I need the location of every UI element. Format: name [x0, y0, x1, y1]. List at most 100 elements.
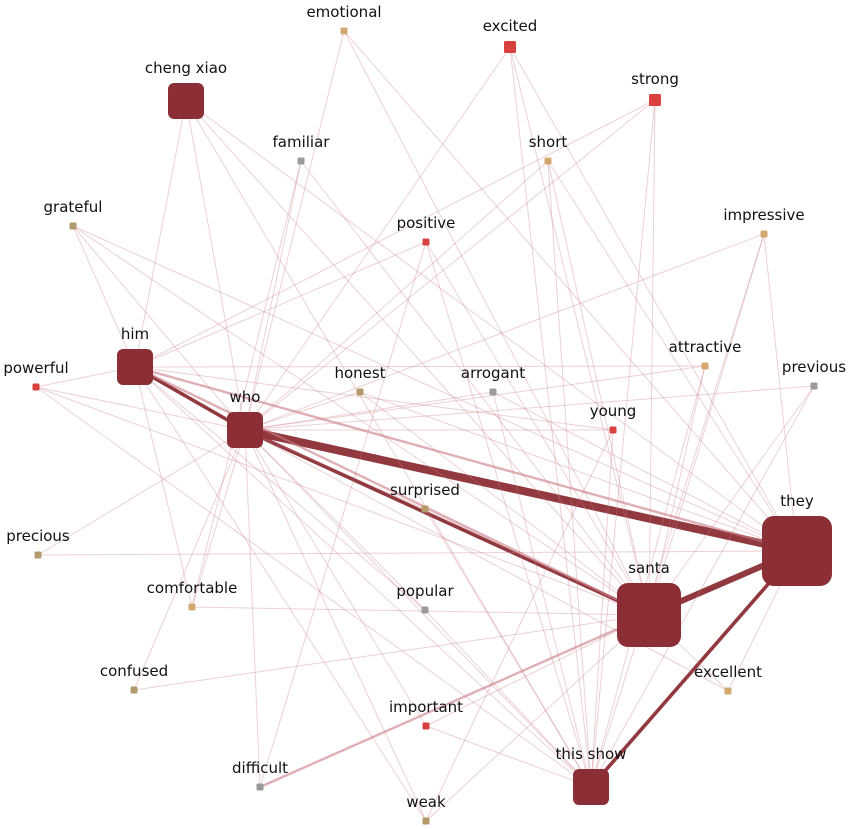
edge-confused-who	[133, 429, 246, 691]
edge-weak-who	[244, 429, 427, 822]
label-young: young	[590, 402, 637, 420]
edge-previous-this_show	[590, 385, 815, 788]
node-him[interactable]	[117, 349, 153, 385]
label-surprised: surprised	[390, 481, 460, 499]
node-strong[interactable]	[649, 94, 661, 106]
node-precious[interactable]	[34, 551, 42, 559]
node-arrogant[interactable]	[489, 388, 497, 396]
edge-important-this_show	[425, 725, 592, 788]
edge-important-who	[244, 429, 427, 727]
edge-honest-who	[244, 391, 361, 431]
edge-him-santa	[134, 365, 650, 617]
edge-layer	[35, 30, 815, 822]
edge-previous-who	[244, 385, 815, 431]
edge-difficult-santa	[259, 613, 650, 789]
edge-who-santa	[244, 428, 650, 617]
node-familiar[interactable]	[297, 157, 305, 165]
node-attractive[interactable]	[701, 362, 709, 370]
edge-cheng_xiao-him	[134, 100, 187, 368]
node-positive[interactable]	[422, 238, 430, 246]
edge-arrogant-they	[492, 391, 798, 552]
node-excited[interactable]	[504, 41, 516, 53]
edge-comfortable-him	[134, 366, 193, 608]
edge-him-they	[134, 365, 798, 553]
edge-positive-santa	[425, 241, 650, 616]
edge-cheng_xiao-they	[185, 100, 798, 552]
edge-precious-who	[37, 429, 246, 556]
node-excellent[interactable]	[724, 687, 732, 695]
edge-young-weak	[425, 429, 614, 822]
node-popular[interactable]	[421, 606, 429, 614]
edge-grateful-santa	[72, 225, 650, 616]
edge-weak-santa	[425, 614, 650, 822]
node-powerful[interactable]	[32, 383, 40, 391]
node-surprised[interactable]	[421, 505, 429, 513]
label-this-show: this show	[556, 745, 627, 763]
node-who[interactable]	[227, 412, 263, 448]
edge-surprised-this_show	[424, 508, 592, 788]
edge-him-who	[134, 365, 246, 432]
label-important: important	[389, 698, 463, 716]
edge-cheng_xiao-this_show	[185, 100, 592, 788]
edge-powerful-this_show	[35, 386, 592, 788]
edge-excited-this_show	[509, 46, 592, 788]
label-difficult: difficult	[232, 759, 288, 777]
edge-grateful-who	[72, 225, 246, 431]
node-grateful[interactable]	[69, 222, 77, 230]
label-honest: honest	[334, 364, 385, 382]
label-him: him	[121, 325, 149, 343]
edge-emotional-they	[343, 30, 798, 552]
edge-attractive-this_show	[590, 365, 706, 788]
edge-previous-santa	[648, 385, 815, 616]
edge-difficult-who	[244, 429, 261, 788]
node-cheng-xiao[interactable]	[168, 83, 204, 119]
node-they[interactable]	[762, 516, 832, 586]
edge-impressive-they	[763, 233, 798, 552]
node-santa[interactable]	[617, 583, 681, 647]
edge-excited-who	[244, 46, 511, 431]
node-this-show[interactable]	[573, 769, 609, 805]
edge-strong-him	[134, 99, 656, 368]
edge-arrogant-this_show	[492, 391, 592, 788]
edge-confused-santa	[133, 614, 650, 691]
edge-excellent-who	[244, 429, 729, 692]
node-young[interactable]	[609, 426, 617, 434]
edge-impressive-this_show	[590, 233, 765, 788]
label-excited: excited	[483, 17, 538, 35]
node-difficult[interactable]	[256, 783, 264, 791]
edge-impressive-santa	[648, 233, 765, 616]
edge-emotional-santa	[343, 30, 650, 616]
edge-honest-santa	[359, 391, 650, 616]
label-precious: precious	[6, 527, 70, 545]
edge-young-this_show	[590, 429, 614, 788]
edge-positive-him	[134, 241, 427, 368]
edge-young-him	[134, 366, 614, 431]
label-cheng-xiao: cheng xiao	[145, 59, 227, 77]
edge-emotional-who	[244, 30, 345, 431]
node-comfortable[interactable]	[188, 603, 196, 611]
edge-grateful-him	[72, 225, 136, 368]
node-confused[interactable]	[130, 686, 138, 694]
label-familiar: familiar	[273, 133, 331, 151]
edge-short-who	[244, 160, 549, 431]
node-short[interactable]	[544, 157, 552, 165]
label-strong: strong	[631, 70, 679, 88]
node-impressive[interactable]	[760, 230, 768, 238]
edge-who-this_show	[244, 429, 592, 788]
edge-surprised-santa	[424, 508, 650, 616]
label-weak: weak	[406, 793, 446, 811]
node-honest[interactable]	[356, 388, 364, 396]
edge-short-santa	[547, 160, 650, 616]
edge-comfortable-santa	[191, 606, 650, 616]
node-weak[interactable]	[422, 817, 430, 825]
edge-attractive-santa	[648, 365, 706, 616]
node-emotional[interactable]	[340, 27, 348, 35]
label-santa: santa	[628, 559, 670, 577]
label-arrogant: arrogant	[461, 364, 525, 382]
node-previous[interactable]	[810, 382, 818, 390]
edge-honest-they	[359, 391, 798, 552]
edge-short-they	[547, 160, 798, 552]
node-important[interactable]	[422, 722, 430, 730]
